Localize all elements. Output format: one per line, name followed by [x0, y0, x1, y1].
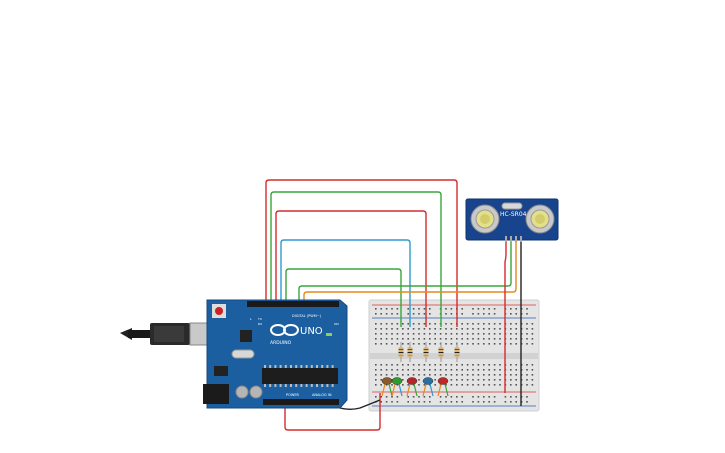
chip-pins — [264, 365, 334, 387]
resistors — [398, 342, 460, 362]
wires — [265, 179, 522, 431]
sensor-model-label: HC-SR04 — [500, 211, 527, 218]
digital-label: DIGITAL (PWM~) — [292, 314, 322, 318]
resistor[interactable] — [423, 342, 429, 362]
power-analog-header — [263, 399, 339, 405]
hc-sr04-sensor[interactable]: HC-SR04 — [465, 198, 559, 242]
board-model-label: UNO — [300, 326, 323, 337]
led[interactable] — [437, 377, 449, 397]
atmega-chip — [262, 368, 338, 384]
voltage-regulator — [214, 366, 228, 376]
on-label: ON — [334, 322, 339, 326]
sensor-crystal — [501, 202, 523, 210]
l-label: L — [250, 317, 252, 321]
led[interactable] — [381, 377, 393, 397]
crystal — [231, 349, 255, 359]
reset-button-cap[interactable] — [215, 307, 223, 315]
wire-red-power[interactable] — [284, 393, 381, 431]
resistor[interactable] — [454, 342, 460, 362]
led[interactable] — [391, 377, 403, 397]
analog-label: ANALOG IN — [312, 393, 332, 397]
led[interactable] — [422, 377, 434, 397]
wire-red-vcc[interactable] — [504, 238, 507, 393]
led[interactable] — [406, 377, 418, 397]
sensor-pins — [505, 236, 522, 242]
rx-label: RX — [258, 322, 262, 326]
board-brand-label: ARDUINO — [270, 340, 292, 346]
wire-blue[interactable] — [280, 239, 411, 327]
resistor[interactable] — [407, 342, 413, 362]
capacitor — [249, 385, 263, 399]
resistor[interactable] — [398, 342, 404, 362]
resistor[interactable] — [438, 342, 444, 362]
tx-label: TX — [257, 317, 262, 321]
arduino-uno-board[interactable]: UNO ARDUINO DIGITAL (PWM~) POWER ANALOG … — [120, 299, 348, 409]
wire-orange-trig[interactable] — [303, 238, 517, 304]
leds — [381, 377, 449, 397]
breadboard[interactable] — [368, 299, 540, 412]
wire-green-echo[interactable] — [298, 238, 512, 304]
power-label: POWER — [286, 393, 300, 397]
usb-chip — [240, 330, 252, 342]
on-led — [326, 333, 332, 336]
arduino-logo-icon — [270, 324, 299, 336]
usb-cable — [120, 323, 190, 345]
wire-green-inner[interactable] — [285, 268, 402, 327]
wire-red-mid[interactable] — [275, 210, 427, 327]
power-jack — [203, 384, 229, 404]
wire-red-top[interactable] — [265, 179, 458, 327]
wire-green-outer[interactable] — [270, 191, 442, 327]
capacitor — [235, 385, 249, 399]
digital-header — [247, 301, 339, 307]
